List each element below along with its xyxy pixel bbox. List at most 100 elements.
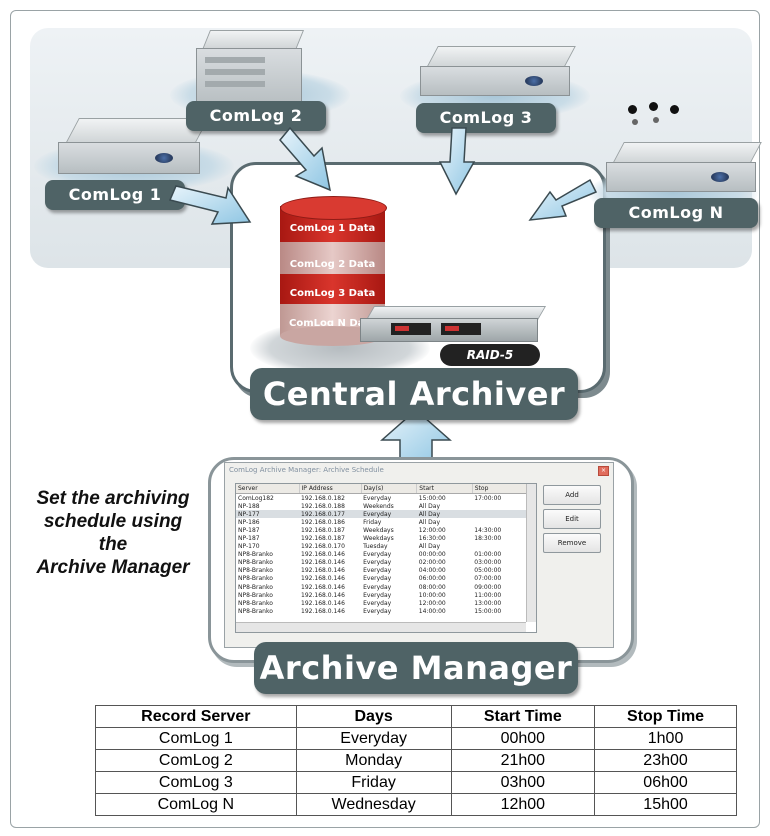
schedule-table: Record Server Days Start Time Stop Time … bbox=[95, 705, 737, 816]
grid-cell: 192.168.0.146 bbox=[301, 567, 345, 575]
grid-cell: Everyday bbox=[363, 559, 392, 567]
archive-schedule-dialog: ComLog Archive Manager: Archive Schedule… bbox=[224, 462, 614, 648]
add-button[interactable]: Add bbox=[543, 485, 601, 505]
instruction-line: Set the archiving bbox=[36, 488, 190, 509]
grid-cell: Everyday bbox=[363, 591, 392, 599]
grid-cell: NP-170 bbox=[238, 543, 260, 551]
column-header[interactable]: Stop bbox=[472, 484, 533, 494]
instruction-line: schedule using bbox=[43, 511, 183, 532]
arrow-icon bbox=[528, 178, 598, 221]
dialog-title: ComLog Archive Manager: Archive Schedule bbox=[229, 466, 384, 474]
grid-cell: NP8-Branko bbox=[238, 591, 273, 599]
grid-cell: 192.168.0.146 bbox=[301, 607, 345, 615]
remove-button[interactable]: Remove bbox=[543, 533, 601, 553]
vertical-scrollbar[interactable] bbox=[526, 484, 536, 622]
grid-cell: Everyday bbox=[363, 551, 392, 559]
table-cell: 06h00 bbox=[594, 771, 737, 794]
grid-cell bbox=[472, 510, 532, 519]
grid-cell: Weekdays bbox=[363, 535, 394, 543]
grid-cell: 02:00:00 bbox=[418, 559, 446, 567]
grid-cell: 12:00:00 bbox=[418, 526, 446, 534]
grid-row[interactable]: NP8-Branko 192.168.0.146 Everyday 04:00:00 0… bbox=[236, 567, 532, 575]
table-cell: Friday bbox=[295, 771, 452, 794]
grid-cell: 06:00:00 bbox=[418, 575, 446, 583]
grid-cell: 192.168.0.187 bbox=[301, 526, 345, 534]
column-header[interactable]: Day(s) bbox=[361, 484, 418, 494]
close-icon[interactable]: × bbox=[598, 466, 609, 476]
grid-cell: Everyday bbox=[363, 567, 392, 575]
edit-button[interactable]: Edit bbox=[543, 509, 601, 529]
grid-cell: NP-187 bbox=[238, 535, 260, 543]
grid-cell: 192.168.0.177 bbox=[299, 510, 362, 519]
grid-cell: Weekends bbox=[363, 502, 394, 510]
grid-cell: NP8-Branko bbox=[238, 567, 273, 575]
horizontal-scrollbar[interactable] bbox=[236, 622, 526, 632]
grid-cell: Tuesday bbox=[363, 543, 388, 551]
grid-cell: NP8-Branko bbox=[238, 583, 273, 591]
grid-cell: 14:00:00 bbox=[418, 607, 446, 615]
grid-cell: 08:00:00 bbox=[418, 583, 446, 591]
grid-cell: Everyday bbox=[363, 607, 392, 615]
grid-cell: All Day bbox=[416, 510, 473, 519]
column-header[interactable]: Server bbox=[236, 484, 300, 494]
grid-cell: 03:00:00 bbox=[474, 559, 502, 567]
raid-label: RAID-5 bbox=[440, 344, 540, 366]
grid-cell bbox=[472, 518, 531, 526]
grid-cell: 07:00:00 bbox=[474, 575, 502, 583]
grid-cell: Everyday bbox=[363, 494, 392, 502]
table-header: Days bbox=[295, 705, 452, 728]
grid-cell: NP-177 bbox=[236, 510, 300, 519]
column-header[interactable]: IP Address bbox=[299, 484, 362, 494]
server-label-comlog-n: ComLog N bbox=[594, 198, 758, 228]
grid-cell: 17:00:00 bbox=[474, 494, 502, 502]
arrow-icon bbox=[438, 127, 476, 196]
grid-cell: 13:00:00 bbox=[474, 599, 502, 607]
table-row: ComLog 3 Friday 03h00 06h00 bbox=[95, 771, 737, 794]
server-label-comlog-2: ComLog 2 bbox=[186, 101, 326, 131]
table-header: Start Time bbox=[450, 705, 596, 728]
archive-manager-label: Archive Manager bbox=[254, 642, 578, 694]
column-header[interactable]: Start bbox=[416, 484, 473, 494]
server-icon bbox=[420, 46, 576, 100]
grid-cell: 192.168.0.146 bbox=[301, 583, 345, 591]
grid-cell: 01:00:00 bbox=[474, 551, 502, 559]
central-archiver-label: Central Archiver bbox=[250, 368, 578, 420]
grid-cell bbox=[472, 543, 531, 551]
database-segment: ComLog 3 Data bbox=[280, 274, 385, 304]
grid-cell: 16:30:00 bbox=[418, 535, 446, 543]
grid-cell: 04:00:00 bbox=[418, 567, 446, 575]
server-label-comlog-3: ComLog 3 bbox=[416, 103, 556, 133]
grid-cell: 11:00:00 bbox=[474, 591, 502, 599]
grid-cell: 192.168.0.146 bbox=[301, 575, 345, 583]
grid-cell: All Day bbox=[418, 518, 440, 526]
grid-cell: 12:00:00 bbox=[418, 599, 446, 607]
table-row: ComLog 1 Everyday 00h00 1h00 bbox=[95, 727, 737, 750]
grid-cell: 05:00:00 bbox=[474, 567, 502, 575]
grid-cell: Weekdays bbox=[363, 526, 394, 534]
grid-cell: NP-186 bbox=[238, 518, 260, 526]
table-cell: 12h00 bbox=[450, 793, 596, 816]
table-row: ComLog 2 Monday 21h00 23h00 bbox=[95, 749, 737, 772]
schedule-grid: Server IP Address Day(s) Start Stop ComL… bbox=[235, 483, 537, 633]
instruction-line: the bbox=[98, 534, 128, 555]
table-cell: 15h00 bbox=[594, 793, 737, 816]
table-cell: Everyday bbox=[295, 727, 452, 750]
grid-cell: 00:00:00 bbox=[418, 551, 446, 559]
grid-cell: 192.168.0.170 bbox=[301, 543, 345, 551]
